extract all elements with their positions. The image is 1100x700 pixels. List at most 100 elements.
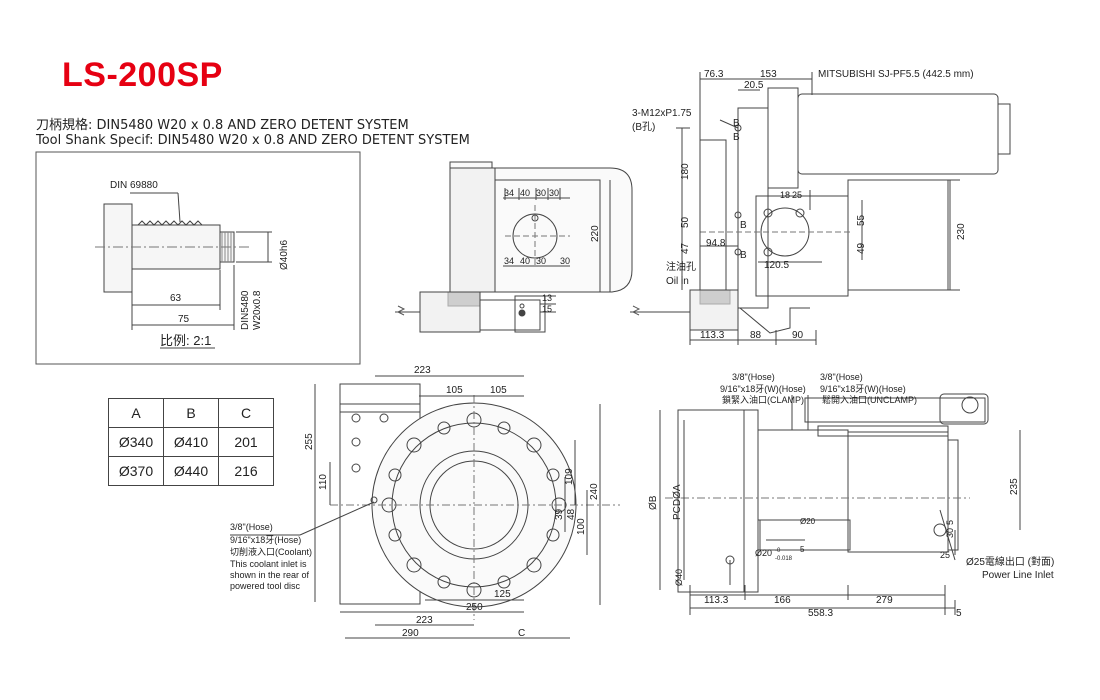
fv-note1: This coolant inlet is [230, 559, 307, 569]
bv-hose-c: 3/8"(Hose) [820, 372, 863, 382]
fv-223: 223 [414, 365, 431, 376]
sv-34: 34 [504, 188, 514, 198]
bv-25: 25 [940, 550, 950, 560]
bv-clamp: 鎖緊入油口(CLAMP) [722, 394, 804, 405]
shank-detail-box [35, 151, 361, 365]
oil-in-en: Oil in [666, 276, 689, 287]
mv-153: 153 [760, 69, 777, 80]
mv-20-5: 20.5 [744, 80, 764, 91]
bv-PCD: PCDØA [672, 484, 683, 520]
bv-5: 5 [800, 545, 805, 554]
shank-flange [103, 203, 133, 293]
mv-b4: B [740, 250, 747, 261]
power-line-zh: Ø25電線出口 (對面) [966, 555, 1054, 568]
table-header: A [108, 398, 164, 428]
mv-18: 18 [780, 190, 790, 200]
dim-75: 75 [178, 314, 190, 325]
mv-55: 55 [856, 214, 867, 226]
mv-b1: B [733, 118, 740, 129]
motor-view [630, 72, 1011, 345]
bv-113-3: 113.3 [704, 595, 729, 606]
shank-spec-chinese: 刀柄規格: DIN5480 W20 x 0.8 AND ZERO DETENT … [36, 118, 409, 133]
fv-48: 48 [566, 508, 577, 520]
sv-30c: 30 [536, 256, 546, 266]
dimension-table: A B C Ø340 Ø410 201 Ø370 Ø440 216 [108, 398, 274, 486]
mv-25: 25 [792, 190, 802, 200]
bv-hose-b: 9/16"x18牙(W)(Hose) [720, 384, 806, 394]
spline-label-2: W20x0.8 [252, 290, 263, 330]
bv-30: 30 [945, 528, 955, 538]
table-cell: Ø370 [108, 456, 164, 486]
mv-76-3: 76.3 [704, 69, 724, 80]
table-cell: 216 [218, 456, 274, 486]
sv-30a: 30 [536, 188, 546, 198]
table-header: B [163, 398, 219, 428]
spline-label-1: DIN5480 [240, 290, 251, 330]
oil-in-zh: 注油孔 [666, 260, 696, 273]
dim-63: 63 [170, 293, 182, 304]
fv-250: 250 [466, 602, 483, 613]
mv-90: 90 [792, 330, 804, 341]
fv-100: 100 [576, 518, 587, 535]
bv-235: 235 [1009, 478, 1020, 495]
bv-unclamp: 鬆開入油口(UNCLAMP) [822, 394, 917, 405]
bv-279: 279 [876, 595, 893, 606]
front-view [230, 375, 620, 639]
side-section-view [659, 393, 1021, 615]
mv-230: 230 [956, 223, 967, 240]
table-row: Ø370 Ø440 216 [108, 456, 274, 486]
table-header-row: A B C [108, 398, 274, 428]
fv-105b: 105 [490, 385, 507, 396]
fv-hose1: 3/8"(Hose) [230, 522, 273, 532]
shank-thread [137, 220, 203, 226]
detail-frame [35, 151, 361, 365]
mv-120-5: 120.5 [764, 260, 789, 271]
fv-125: 125 [494, 589, 511, 600]
fv-105a: 105 [446, 385, 463, 396]
mv-50: 50 [680, 216, 691, 228]
mv-49: 49 [856, 242, 867, 254]
fv-290: 290 [402, 628, 419, 639]
fv-coolant: 切削液入口(Coolant) [230, 546, 312, 557]
table-cell: Ø340 [108, 427, 164, 457]
sv-15: 15 [542, 304, 552, 314]
fv-223b: 223 [416, 615, 433, 626]
table-header: C [218, 398, 274, 428]
fv-39: 39 [554, 508, 565, 520]
table-cell: Ø440 [163, 456, 219, 486]
mv-180: 180 [680, 163, 691, 180]
bv-tol-top: -0 [775, 548, 781, 554]
bv-OB: ØB [648, 495, 659, 510]
sv-30b: 30 [549, 188, 559, 198]
bv-558-3: 558.3 [808, 608, 833, 619]
sv-13: 13 [542, 293, 552, 303]
fv-109: 109 [564, 468, 575, 485]
sv-34b: 34 [504, 256, 514, 266]
sv-220: 220 [590, 225, 601, 242]
sv-40: 40 [520, 188, 530, 198]
fv-240: 240 [589, 483, 600, 500]
bolt-spec: 3-M12xP1.75 [632, 108, 692, 119]
sv-40b: 40 [520, 256, 530, 266]
bv-hose-a: 3/8"(Hose) [732, 372, 775, 382]
page-title: LS-200SP [62, 56, 223, 94]
fv-hose2: 9/16"x18牙(Hose) [230, 535, 301, 545]
mv-88: 88 [750, 330, 762, 341]
mv-113-3: 113.3 [700, 330, 725, 341]
mv-94-8: 94.8 [706, 238, 726, 249]
table-row: Ø340 Ø410 201 [108, 427, 274, 457]
sv-30d: 30 [560, 256, 570, 266]
side-view [395, 161, 633, 333]
fv-255: 255 [304, 433, 315, 450]
shank-spec-english: Tool Shank Specif: DIN5480 W20 x 0.8 AND… [36, 133, 470, 148]
motor-spec: MITSUBISHI SJ-PF5.5 (442.5 mm) [818, 69, 974, 80]
fv-note3: powered tool disc [230, 581, 301, 591]
bolt-zh: (B孔) [632, 121, 655, 133]
dia-40h6: Ø40h6 [279, 240, 290, 270]
bv-tol-bot: -0.018 [775, 556, 793, 562]
bv-166: 166 [774, 595, 791, 606]
fv-C: C [518, 628, 525, 639]
table-cell: 201 [218, 427, 274, 457]
bv-hose-d: 9/16"x18牙(W)(Hose) [820, 384, 906, 394]
